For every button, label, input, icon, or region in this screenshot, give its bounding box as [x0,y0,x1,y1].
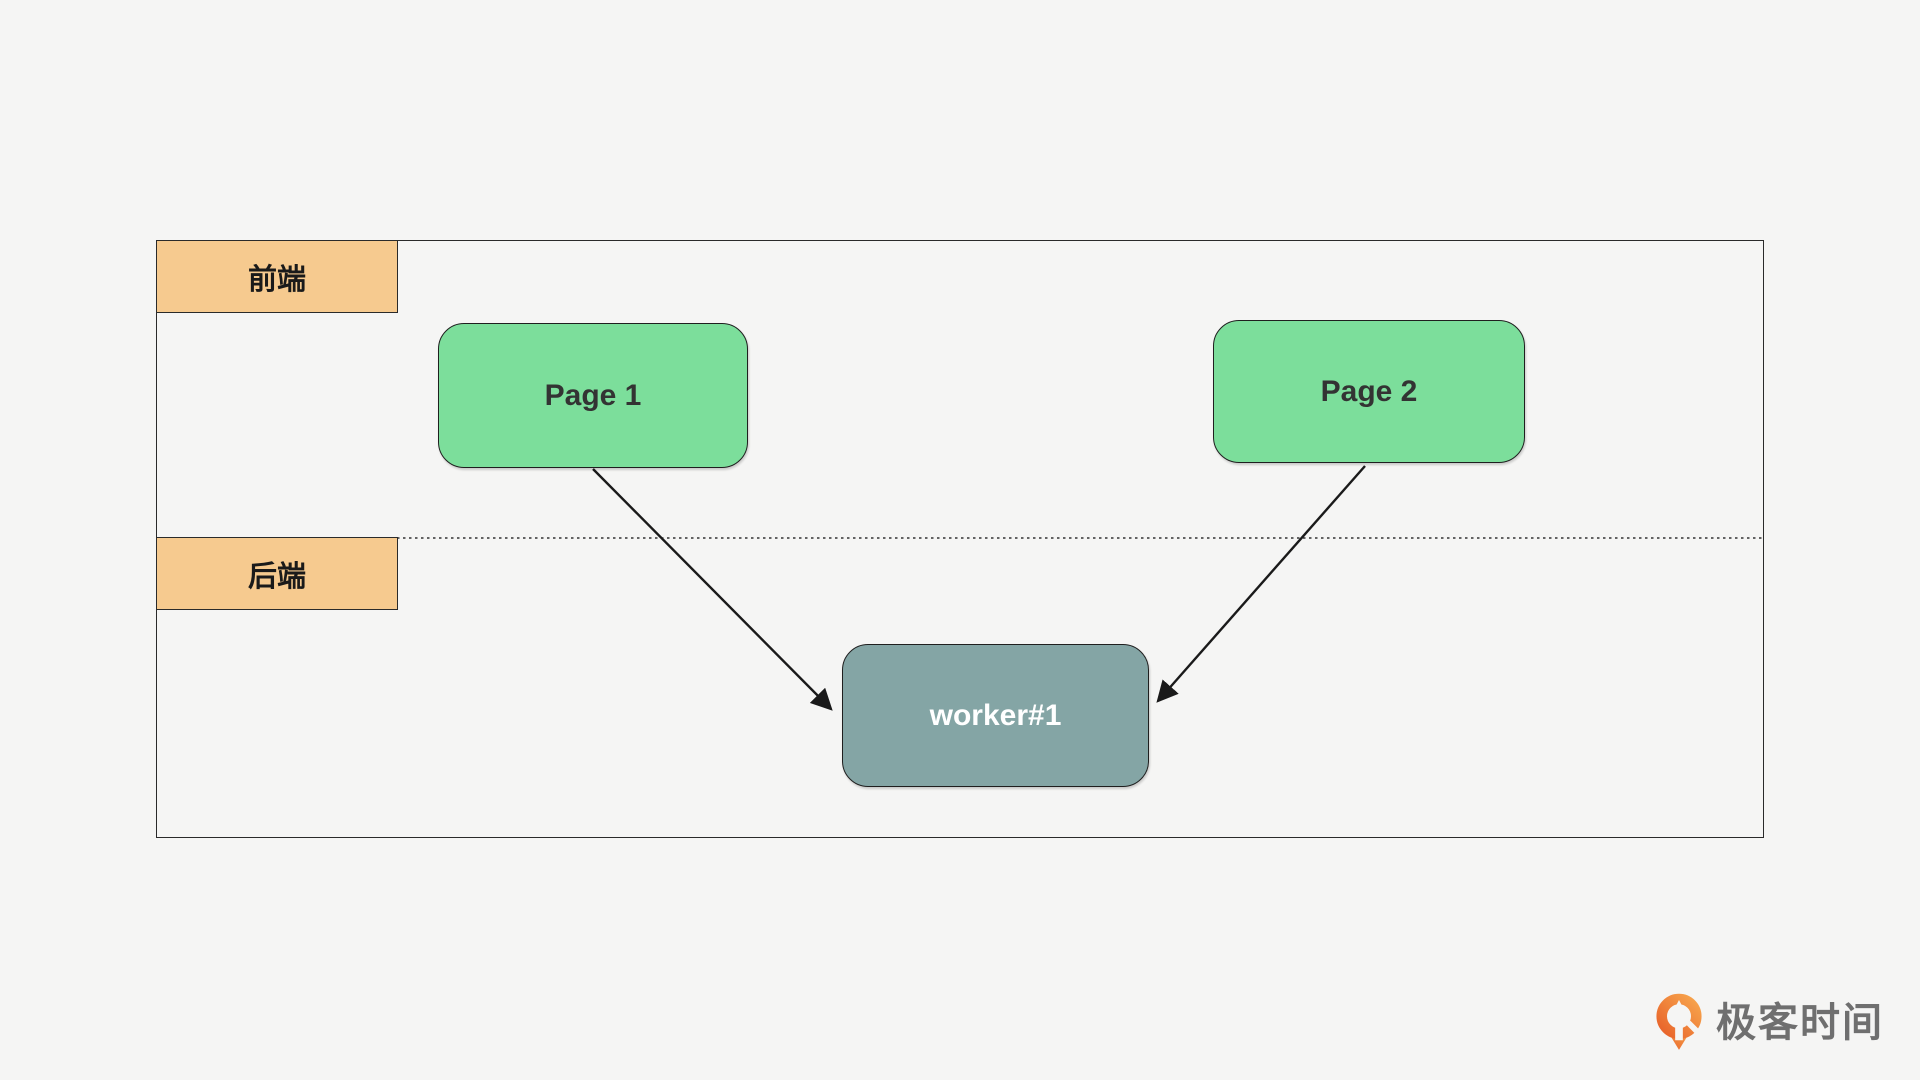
lane-label-frontend-text: 前端 [247,263,306,296]
lane-label-backend-text: 后端 [247,560,306,593]
geektime-logo: 极客时间 [1655,992,1884,1054]
node-page-2-label: Page 2 [1320,374,1418,408]
geektime-logo-text: 极客时间 [1716,1001,1884,1045]
node-worker-1-label: worker#1 [929,698,1062,732]
geektime-pin-arrow-icon [1656,993,1702,1050]
node-page-1-label: Page 1 [544,378,642,412]
lane-label-frontend: 前端 [156,240,398,313]
lane-label-backend: 后端 [156,537,398,610]
node-worker-1: worker#1 [842,644,1149,787]
node-page-1: Page 1 [438,323,748,468]
node-page-2: Page 2 [1213,320,1525,463]
